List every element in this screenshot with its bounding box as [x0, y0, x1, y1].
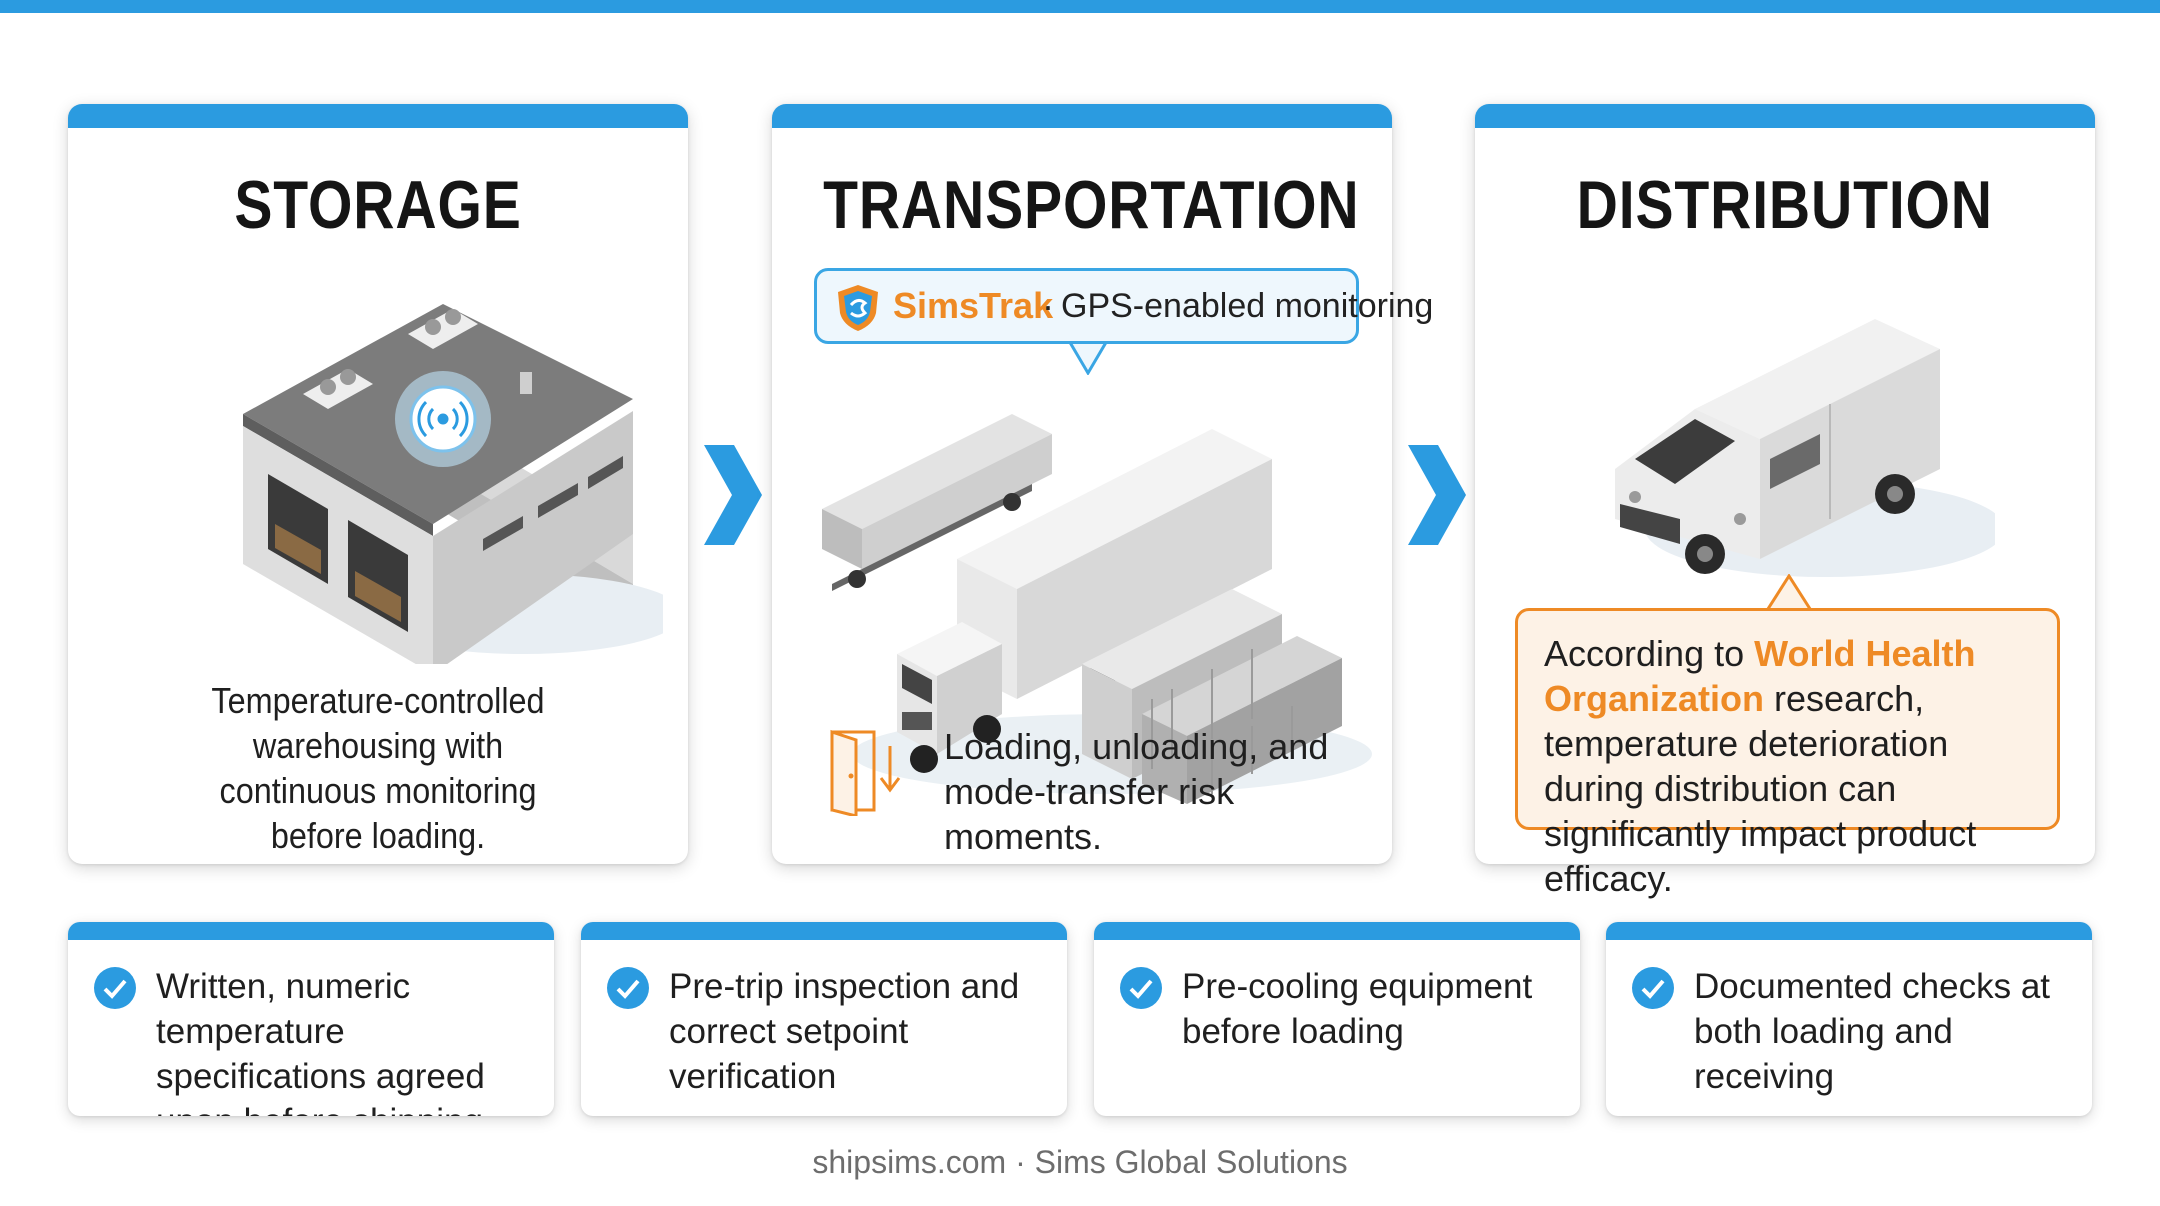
checklist-item-text: Documented checks at both loading and re…	[1694, 967, 2051, 1096]
top-accent-bar	[0, 0, 2160, 13]
note-prefix: According to	[1544, 633, 1745, 674]
stage-title-transportation: TRANSPORTATION	[823, 167, 1360, 243]
note-suffix: research, temperature deterioration duri…	[1544, 678, 1977, 899]
van-illustration	[1615, 319, 1995, 577]
storage-description: Temperature-controlled warehousing with …	[211, 680, 545, 856]
checklist-card: Pre-cooling equipment before loading	[1094, 922, 1580, 1116]
footer-credit: shipsims.com · Sims Global Solutions	[812, 1144, 1348, 1180]
stage-title-storage: STORAGE	[234, 167, 522, 243]
transport-illustration	[822, 414, 1372, 804]
callout-feature: GPS-enabled monitoring	[1061, 287, 1434, 325]
warehouse-illustration	[243, 304, 663, 664]
check-circle-icon	[1632, 967, 1674, 1009]
risk-note: Loading, unloading, and mode-transfer ri…	[944, 726, 1329, 857]
door-arrow-icon	[830, 729, 901, 816]
checklist-item-text: Pre-cooling equipment before loading	[1182, 967, 1533, 1051]
card-cap	[68, 104, 688, 128]
checklist-card: Written, numeric temperature specificati…	[68, 922, 554, 1116]
card-cap	[68, 922, 554, 940]
checklist-card: Pre-trip inspection and correct setpoint…	[581, 922, 1067, 1116]
chevron-right-icon	[704, 445, 762, 545]
note-tail	[1766, 574, 1812, 612]
card-cap	[1094, 922, 1580, 940]
shield-logo-icon	[838, 285, 878, 331]
callout-separator: ·	[1042, 285, 1054, 326]
check-circle-icon	[1120, 967, 1162, 1009]
card-cap	[1475, 104, 2095, 128]
simstrak-callout: SimsTrak · GPS-enabled monitoring	[814, 268, 1433, 344]
checklist-card: Documented checks at both loading and re…	[1606, 922, 2092, 1116]
note-highlight: World Health Organization	[1544, 633, 1976, 719]
card-cap	[1606, 922, 2092, 940]
callout-tail	[1068, 339, 1108, 375]
card-cap	[772, 104, 1392, 128]
callout-brand: SimsTrak	[893, 285, 1054, 326]
chevron-right-icon	[1408, 445, 1466, 545]
checklist-item-text: Pre-trip inspection and correct setpoint…	[669, 967, 1020, 1096]
checklist-item-text: Written, numeric temperature specificati…	[156, 967, 485, 1116]
stage-card-storage: STORAGE Temper	[68, 104, 688, 864]
card-cap	[581, 922, 1067, 940]
check-circle-icon	[94, 967, 136, 1009]
who-research-note: According to World Health Organization r…	[1515, 608, 2060, 899]
check-circle-icon	[607, 967, 649, 1009]
wireless-signal-icon	[417, 400, 469, 438]
stage-title-distribution: DISTRIBUTION	[1576, 167, 1994, 243]
